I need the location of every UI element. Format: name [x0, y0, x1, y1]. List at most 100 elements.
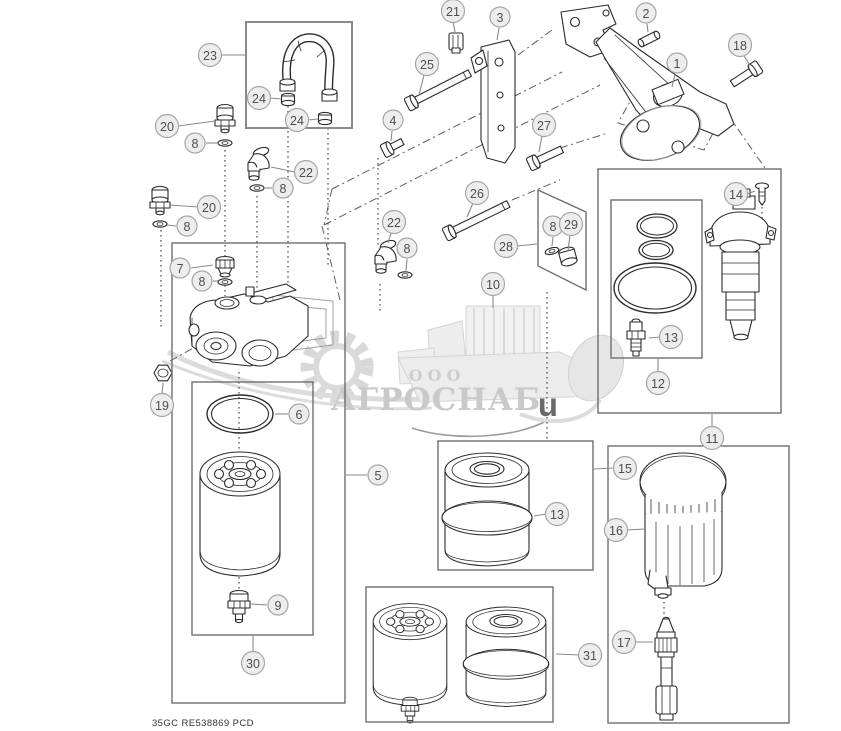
svg-text:20: 20	[160, 120, 174, 134]
watermark-company: АГРОСНАБ	[331, 382, 542, 418]
callout-24: 24	[246, 85, 282, 111]
plug-29	[558, 246, 578, 267]
svg-text:19: 19	[155, 399, 169, 413]
nut-19	[153, 364, 173, 382]
callout-1: 1	[666, 52, 688, 88]
callout-23: 23	[197, 42, 246, 68]
bolt-18	[729, 60, 764, 88]
callout-9: 9	[250, 594, 289, 616]
callout-22: 22	[381, 209, 407, 244]
callout-19: 19	[149, 382, 175, 418]
fuel-hose-23	[279, 33, 338, 102]
pin-2	[637, 30, 661, 48]
watermark-suffix: u	[538, 386, 558, 423]
callout-18: 18	[727, 32, 753, 66]
washer-8-b	[152, 220, 168, 228]
svg-text:8: 8	[404, 242, 411, 256]
svg-text:27: 27	[537, 119, 551, 133]
svg-text:7: 7	[177, 262, 184, 276]
svg-text:8: 8	[184, 220, 191, 234]
washer-8-c	[249, 184, 265, 192]
drawing-code: 35GC RE538869 PCD	[152, 718, 254, 729]
nut-24-b	[317, 111, 333, 126]
callout-14: 14	[723, 181, 756, 207]
washer-8-e	[217, 278, 233, 286]
callout-11: 11	[699, 414, 725, 451]
callout-27: 27	[531, 112, 557, 153]
callout-16: 16	[603, 517, 645, 543]
callout-28: 28	[493, 233, 538, 259]
svg-text:24: 24	[290, 114, 304, 128]
washer-8-a	[217, 139, 233, 147]
callout-2: 2	[635, 2, 657, 33]
filter-base-assembly-11	[704, 188, 777, 341]
svg-text:13: 13	[664, 331, 678, 345]
svg-text:30: 30	[246, 657, 260, 671]
svg-text:2: 2	[643, 7, 650, 21]
fitting-20-b	[149, 185, 171, 216]
callout-8: 8	[264, 177, 294, 199]
kit-box-12	[610, 199, 703, 359]
svg-text:6: 6	[296, 408, 303, 422]
svg-text:25: 25	[420, 58, 434, 72]
group-box-5	[171, 242, 346, 704]
svg-text:8: 8	[192, 137, 199, 151]
callout-7: 7	[169, 257, 214, 279]
svg-text:24: 24	[252, 92, 266, 106]
svg-text:11: 11	[706, 432, 719, 446]
callout-13: 13	[533, 501, 570, 527]
svg-text:17: 17	[617, 636, 631, 650]
svg-text:16: 16	[609, 524, 623, 538]
svg-text:23: 23	[203, 49, 217, 63]
callout-10: 10	[480, 271, 506, 308]
callout-8: 8	[191, 270, 218, 292]
svg-text:8: 8	[550, 220, 557, 234]
callout-8: 8	[184, 132, 218, 154]
callout-22: 22	[270, 159, 319, 185]
plug-7	[215, 255, 235, 278]
bolt-27	[525, 145, 564, 172]
svg-text:22: 22	[299, 166, 313, 180]
callout-8: 8	[396, 237, 418, 272]
callout-8: 8	[166, 215, 198, 237]
o-ring-6	[206, 394, 274, 434]
svg-text:8: 8	[199, 275, 206, 289]
callout-31: 31	[555, 642, 603, 668]
nut-24-a	[280, 92, 296, 107]
fitting-20-a	[214, 103, 236, 134]
clip-21	[448, 32, 464, 54]
wif-sensor-17	[654, 616, 678, 721]
callout-20: 20	[169, 194, 222, 220]
svg-text:13: 13	[550, 508, 564, 522]
svg-text:8: 8	[280, 182, 287, 196]
callout-26: 26	[464, 180, 490, 218]
callout-8: 8	[542, 215, 564, 247]
callout-21: 21	[440, 0, 466, 33]
filter-bowl-16	[639, 452, 727, 599]
callout-3: 3	[489, 6, 511, 41]
elbow-22-a	[247, 145, 271, 181]
svg-text:14: 14	[729, 188, 743, 202]
svg-text:20: 20	[202, 201, 216, 215]
washer-8-d	[397, 271, 413, 279]
callout-20: 20	[154, 113, 216, 139]
callout-5: 5	[346, 464, 389, 486]
svg-text:28: 28	[499, 240, 513, 254]
drain-valve-31	[400, 696, 420, 724]
kit-box-11	[597, 168, 782, 414]
callout-30: 30	[240, 636, 266, 676]
svg-text:4: 4	[390, 114, 397, 128]
kit-box-15	[437, 440, 594, 571]
spin-on-filter-30	[199, 451, 281, 577]
svg-text:18: 18	[733, 39, 747, 53]
bolt-4	[379, 138, 405, 158]
svg-text:10: 10	[486, 278, 500, 292]
callout-12: 12	[645, 359, 671, 396]
svg-text:29: 29	[564, 218, 578, 232]
screw-14	[754, 182, 770, 206]
watermark: ООО АГРОСНАБ u	[161, 305, 624, 438]
callout-13: 13	[648, 324, 684, 350]
spin-on-filter-31	[372, 603, 448, 706]
